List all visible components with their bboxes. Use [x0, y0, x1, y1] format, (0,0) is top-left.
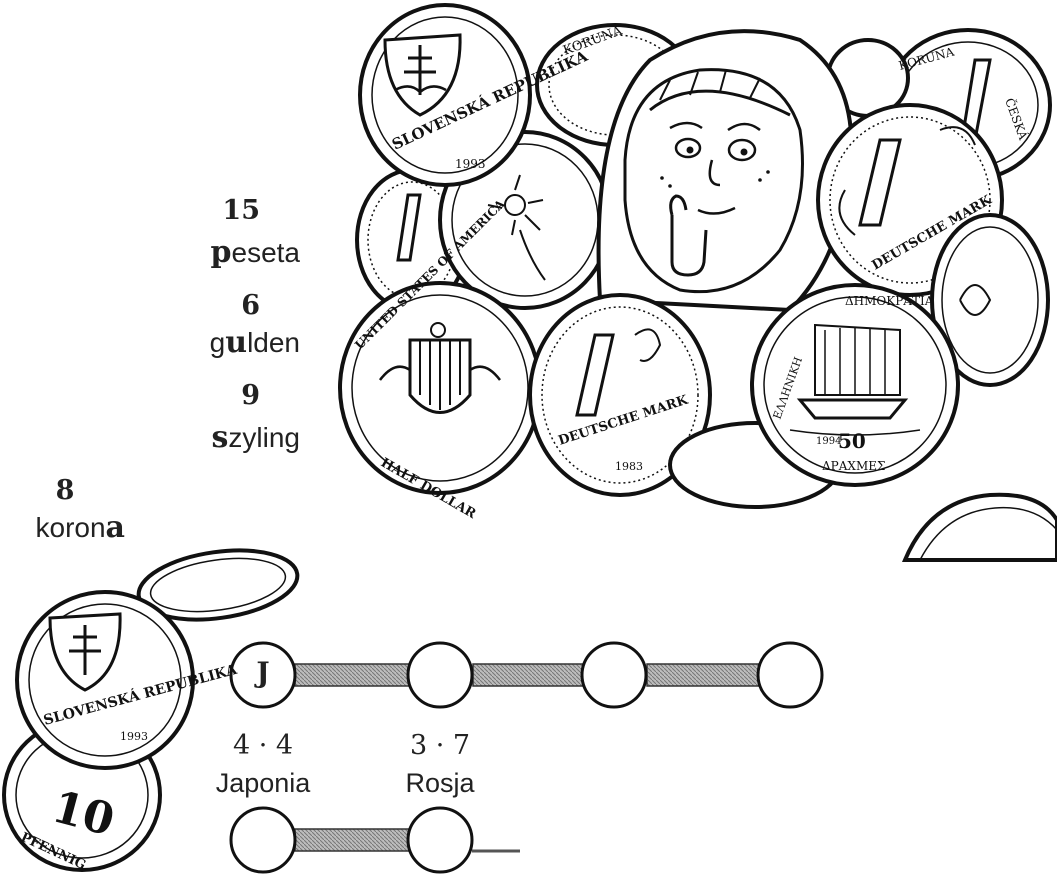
coin-dm-center-year: 1983 — [615, 460, 643, 473]
coin-dm-center-text: DEUTSCHE MARK — [557, 393, 691, 449]
answer-2-country: Rosja — [405, 768, 475, 798]
coin-slovak-bottom — [15, 590, 195, 770]
coin-greek-top-text: ΔΗΜΟΚΡΑΤΙΑ — [845, 294, 934, 308]
clue-2-rest: lden — [247, 327, 300, 358]
chain1-node-1[interactable] — [229, 641, 297, 709]
coin-dm-right-text: DEUTSCHE MARK — [870, 193, 995, 274]
clue-3-rest: zyling — [228, 422, 300, 453]
clue-2-number: 6 — [241, 290, 260, 321]
chain1-node-4[interactable] — [756, 641, 824, 709]
clue-2-first: g — [209, 327, 226, 358]
coin-pfennig-value: 10 — [47, 781, 119, 846]
clue-4-word: korona — [0, 510, 126, 545]
clue-4-pre: koron — [35, 512, 106, 543]
clue-2-highlight: u — [225, 325, 248, 360]
chain1-node-3[interactable] — [580, 641, 648, 709]
coin-slovak-bottom-year: 1993 — [120, 730, 148, 743]
chain1-node-2[interactable] — [406, 641, 474, 709]
clue-1-number: 15 — [222, 195, 260, 226]
answer-chain-1 — [229, 641, 824, 709]
clue-2-word: gulden — [130, 325, 300, 360]
coin-partial-bottom-right — [901, 492, 1057, 562]
coin-half-dollar-text: HALF DOLLAR — [378, 455, 478, 522]
coin-czech-ceska-text: ČESKÁ — [1002, 96, 1032, 142]
coin-slovak-top — [358, 3, 532, 187]
coin-koruna-text: KORUNA — [561, 23, 625, 58]
coin-greek-drachma — [750, 283, 960, 487]
clue-3-word: szyling — [130, 420, 300, 455]
answer-1-expression: 4 · 4 — [232, 730, 294, 761]
coin-tilted-bottom-left — [136, 548, 300, 622]
clue-1-rest: eseta — [231, 237, 301, 268]
chain2-node-2[interactable] — [406, 806, 474, 874]
coin-slovak-top-text: SLOVENSKÁ REPUBLIKA — [389, 47, 591, 154]
coin-greek-year: 1994 — [816, 436, 841, 447]
clue-3-highlight: s — [211, 420, 229, 455]
coin-greek-left-text: ΕΛΛΗΝΙΚΗ — [771, 355, 806, 421]
coin-slovak-bottom-text: SLOVENSKÁ REPUBLIKA — [41, 660, 239, 729]
coin-greek-value: 50 — [838, 429, 866, 453]
coin-deutsche-mark-center — [528, 293, 712, 497]
answer-chain-2 — [229, 806, 520, 874]
chain1-node-1-letter: J — [256, 656, 270, 689]
coin-half-dollar — [338, 281, 542, 495]
clue-4-number: 8 — [55, 475, 75, 506]
coin-slovak-top-year: 1993 — [455, 157, 486, 171]
answer-2-expression: 3 · 7 — [409, 730, 471, 761]
chain2-node-1[interactable] — [229, 806, 297, 874]
clue-1-word: peseta — [130, 235, 300, 270]
clue-3-number: 9 — [241, 380, 260, 411]
coin-czech-koruna-text: KORUNA — [897, 45, 956, 73]
coin-republik-right — [930, 213, 1050, 387]
clue-1-highlight: p — [210, 235, 232, 270]
coin-usa-text: UNITED STATES OF AMERICA — [352, 196, 508, 352]
coin-greek-bottom-text: ΔΡΑΧΜΕΣ — [822, 459, 885, 473]
clue-4-highlight: a — [105, 510, 125, 545]
answer-1-country: Japonia — [215, 768, 311, 798]
